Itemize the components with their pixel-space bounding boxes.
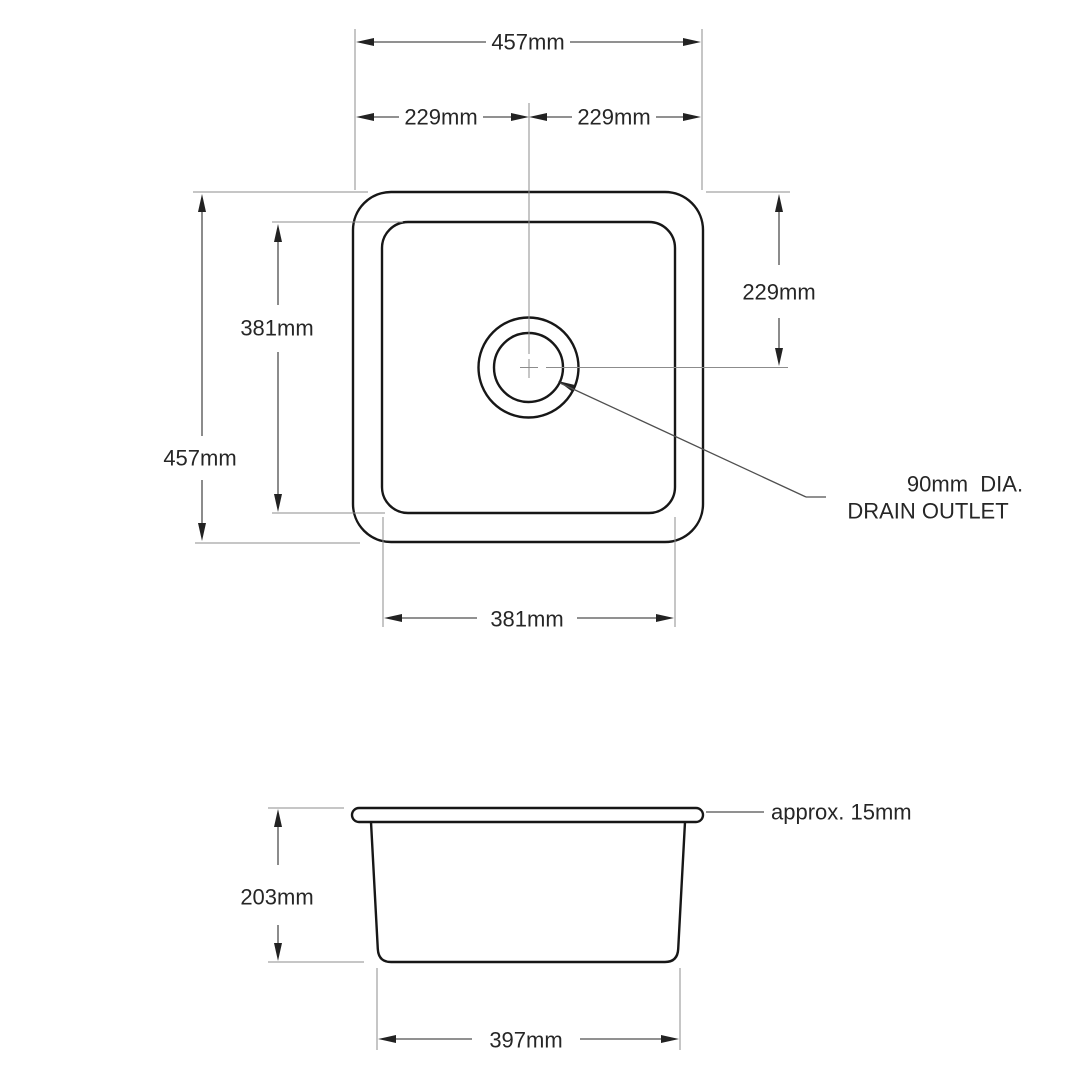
arrowhead-right	[683, 113, 701, 121]
dim-label-rim-thickness: approx. 15mm	[771, 800, 912, 825]
dim-label-half-width-left: 229mm	[404, 105, 477, 130]
arrowhead-left	[378, 1035, 396, 1043]
arrowhead-up	[274, 224, 282, 242]
dim-label-inner-height: 381mm	[240, 316, 313, 341]
arrowhead-down	[198, 523, 206, 541]
arrowhead-up	[775, 194, 783, 212]
arrowhead-right	[656, 614, 674, 622]
dim-label-overall-height: 457mm	[163, 446, 236, 471]
leader-line	[559, 382, 807, 498]
dim-label-depth: 203mm	[240, 885, 313, 910]
arrowhead-up	[274, 809, 282, 827]
drain-note-line1: 90mm DIA.	[907, 472, 1023, 497]
arrowhead-down	[775, 348, 783, 366]
arrowhead-right	[661, 1035, 679, 1043]
sink-bowl-profile	[369, 821, 687, 964]
dim-label-half-width-right: 229mm	[577, 105, 650, 130]
dim-label-base-width: 397mm	[489, 1028, 562, 1053]
arrowhead-left	[356, 38, 374, 46]
side-view: 203mm 397mm approx. 15mm	[240, 800, 911, 1053]
arrowhead-down	[274, 943, 282, 961]
sink-rim-profile	[350, 806, 705, 824]
arrowhead-left	[529, 113, 547, 121]
arrowhead-up	[198, 194, 206, 212]
arrowhead-left	[356, 113, 374, 121]
top-view: 457mm 229mm 229mm 457mm	[163, 29, 1023, 632]
arrowhead-left	[384, 614, 402, 622]
arrowhead-right	[511, 113, 529, 121]
arrowhead-down	[274, 494, 282, 512]
dim-label-overall-width: 457mm	[491, 30, 564, 55]
arrowhead-right	[683, 38, 701, 46]
dim-label-inner-width: 381mm	[490, 607, 563, 632]
drain-note-line2: DRAIN OUTLET	[847, 499, 1008, 524]
dim-label-drain-offset: 229mm	[742, 280, 815, 305]
